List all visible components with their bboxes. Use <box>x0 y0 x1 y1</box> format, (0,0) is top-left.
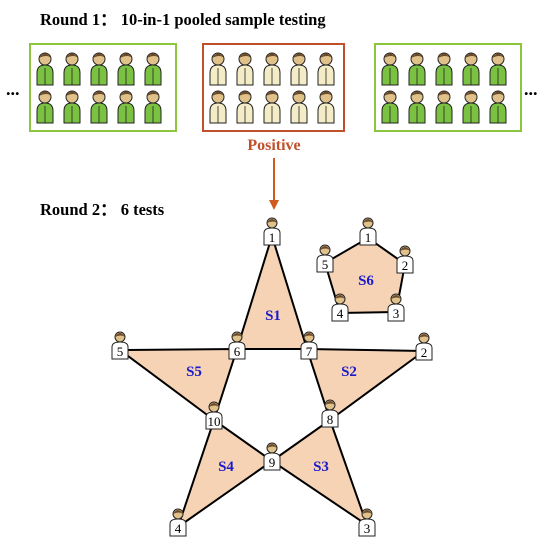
node-label: 8 <box>327 412 334 427</box>
pool-border <box>374 43 522 132</box>
person-icon <box>236 52 254 86</box>
negative-pool-right <box>374 43 522 132</box>
person-node: 2 <box>415 332 433 361</box>
subset-label-s5: S5 <box>186 364 202 380</box>
person-icon <box>63 52 81 86</box>
triangle-s5 <box>117 347 239 422</box>
person-node: 3 <box>387 293 405 322</box>
person-icon <box>381 52 399 86</box>
person-icon <box>263 52 281 86</box>
pentagon-nodes: 1 2 3 4 5 <box>316 217 414 322</box>
triangle-s4 <box>176 418 274 530</box>
person-icon <box>290 90 308 124</box>
node-label: 3 <box>364 521 371 536</box>
person-icon <box>209 52 227 86</box>
node-label: 6 <box>234 344 241 359</box>
person-icon <box>435 52 453 86</box>
pool-border <box>29 43 177 132</box>
person-node: 1 <box>359 217 377 246</box>
person-node: 4 <box>169 508 187 537</box>
person-icon <box>489 52 507 86</box>
star-design: S1 S2 S3 S4 S5 1 2 3 4 5 6 7 8 9 10 <box>111 217 433 537</box>
person-node: 6 <box>228 331 246 360</box>
person-node: 4 <box>331 293 349 322</box>
person-node: 7 <box>300 331 318 360</box>
person-icon <box>90 90 108 124</box>
person-icon <box>381 90 399 124</box>
triangle-s2 <box>305 347 427 422</box>
person-node: 3 <box>358 508 376 537</box>
subset-label-s6: S6 <box>358 273 374 289</box>
positive-pool <box>202 43 345 132</box>
person-icon <box>63 90 81 124</box>
node-label: 1 <box>365 230 372 245</box>
node-label: 3 <box>393 306 400 321</box>
node-label: 10 <box>208 414 221 429</box>
person-icon <box>263 90 281 124</box>
person-icon <box>290 52 308 86</box>
person-node: 9 <box>263 442 281 471</box>
node-label: 9 <box>269 455 276 470</box>
triangle-s1 <box>235 232 309 350</box>
person-icon <box>489 90 507 124</box>
subset-label-s4: S4 <box>218 459 234 475</box>
left-ellipsis: ... <box>6 79 20 99</box>
person-icon <box>144 52 162 86</box>
person-icon <box>462 90 480 124</box>
person-icon <box>317 90 335 124</box>
node-label: 4 <box>337 306 344 321</box>
star-nodes: 1 2 3 4 5 6 7 8 9 10 <box>111 217 433 537</box>
subset-label-s2: S2 <box>341 364 357 380</box>
person-icon <box>435 90 453 124</box>
person-icon <box>317 52 335 86</box>
person-node: 1 <box>263 217 281 246</box>
person-icon <box>144 90 162 124</box>
node-label: 5 <box>117 344 124 359</box>
subset-label-s1: S1 <box>265 308 281 324</box>
subset-label-s3: S3 <box>313 459 329 475</box>
pool-border <box>202 43 345 132</box>
node-label: 2 <box>402 258 409 273</box>
person-icon <box>36 90 54 124</box>
round-1-title: Round 1： 10-in-1 pooled sample testing <box>40 10 326 29</box>
person-node: 5 <box>111 331 129 360</box>
person-icon <box>408 90 426 124</box>
person-node: 5 <box>316 244 334 273</box>
person-node: 10 <box>205 401 223 430</box>
person-icon <box>36 52 54 86</box>
round-2-title: Round 2： 6 tests <box>40 200 165 219</box>
triangle-s3 <box>270 418 369 528</box>
node-label: 2 <box>421 345 428 360</box>
positive-label: Positive <box>247 137 300 154</box>
person-icon <box>236 90 254 124</box>
pentagon-design: S6 1 2 3 4 5 <box>316 217 414 322</box>
negative-pool-left <box>29 43 177 132</box>
node-label: 1 <box>269 230 276 245</box>
person-icon <box>209 90 227 124</box>
node-label: 7 <box>306 344 313 359</box>
node-label: 4 <box>175 521 182 536</box>
node-label: 5 <box>322 257 329 272</box>
person-node: 2 <box>396 245 414 274</box>
person-icon <box>117 52 135 86</box>
person-node: 8 <box>321 399 339 428</box>
person-icon <box>117 90 135 124</box>
right-ellipsis: ... <box>524 79 538 99</box>
person-icon <box>408 52 426 86</box>
person-icon <box>90 52 108 86</box>
person-icon <box>462 52 480 86</box>
